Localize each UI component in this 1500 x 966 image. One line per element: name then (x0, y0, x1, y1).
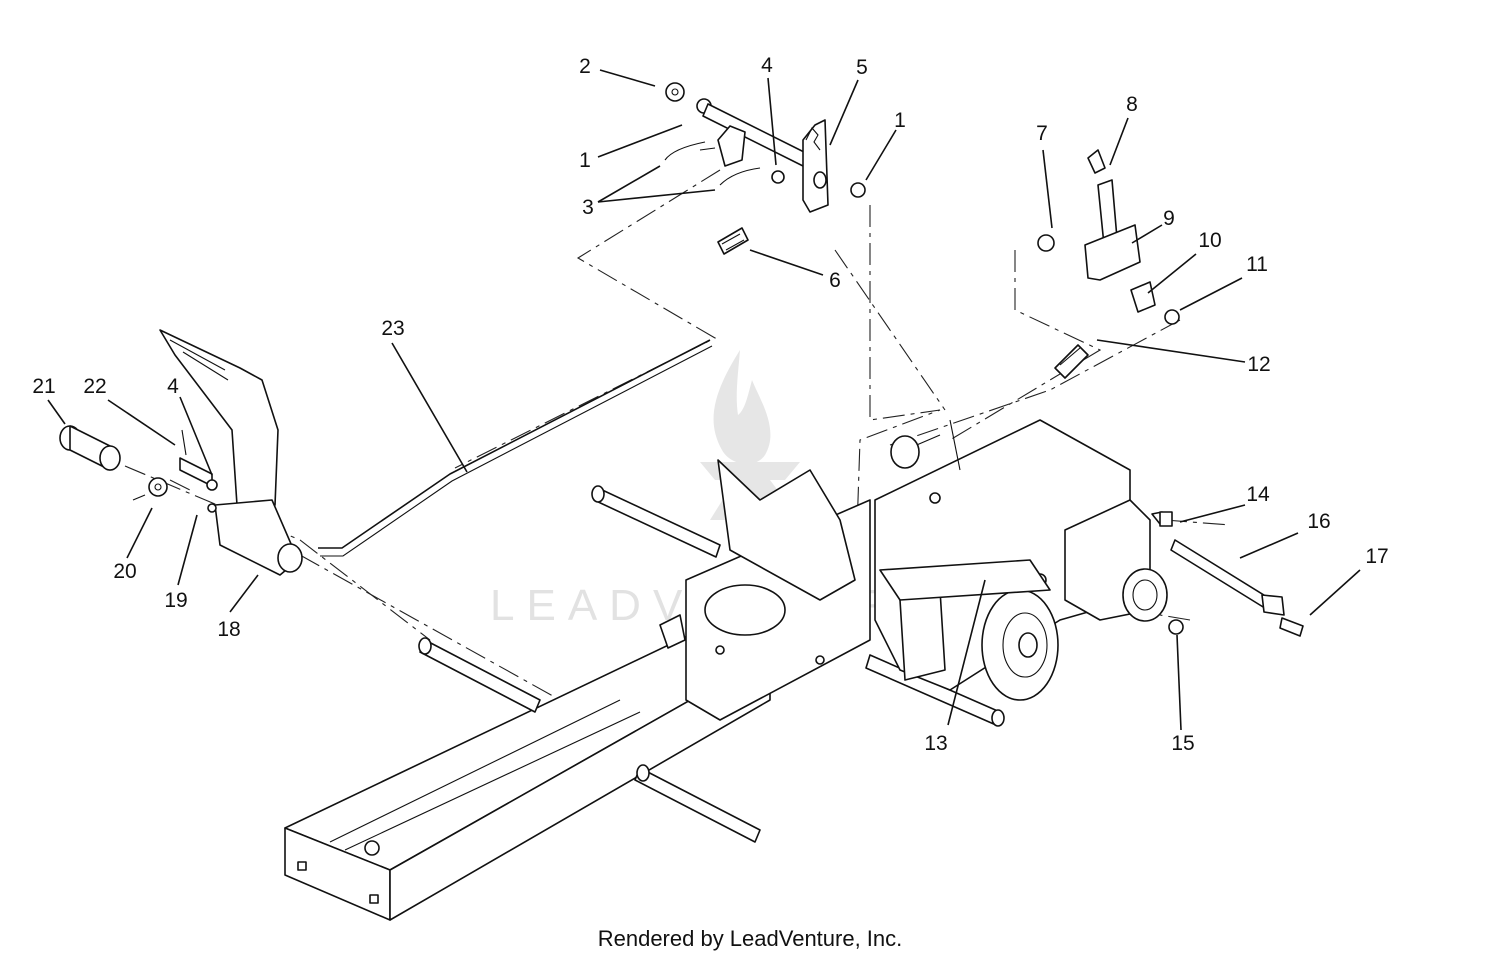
part-label-10: 10 (1198, 229, 1221, 252)
part-label-4-left: 4 (167, 375, 179, 398)
part-label-15: 15 (1171, 732, 1194, 755)
part-label-21: 21 (32, 375, 55, 398)
part-label-2: 2 (579, 55, 591, 78)
part-label-22: 22 (83, 375, 106, 398)
part-label-19: 19 (164, 589, 187, 612)
part-label-4: 4 (761, 54, 773, 77)
part-number-labels: 2 1 3 4 5 1 6 7 8 9 10 11 12 13 14 15 16… (32, 54, 1388, 755)
part-label-17: 17 (1365, 545, 1388, 568)
part-label-9: 9 (1163, 207, 1175, 230)
transaxle-assembly (874, 419, 1168, 701)
leader-lines (47, 69, 1361, 731)
part-label-13: 13 (924, 732, 947, 755)
top-link-assembly (664, 82, 866, 255)
right-hardware (1151, 511, 1304, 637)
part-label-6: 6 (829, 269, 841, 292)
part-label-8: 8 (1126, 93, 1138, 116)
part-label-20: 20 (113, 560, 136, 583)
part-label-3: 3 (582, 196, 594, 219)
tractor-frame (284, 459, 1005, 921)
part-label-1: 1 (579, 149, 591, 172)
left-pedal-assembly (59, 329, 713, 576)
part-label-23: 23 (381, 317, 404, 340)
part-label-12: 12 (1247, 353, 1270, 376)
part-label-11: 11 (1246, 253, 1268, 276)
part-label-16: 16 (1307, 510, 1330, 533)
part-label-14: 14 (1246, 483, 1270, 506)
right-lever-assembly (1037, 149, 1180, 379)
part-label-5: 5 (856, 56, 868, 79)
part-label-7: 7 (1036, 122, 1048, 145)
part-label-1-right: 1 (894, 109, 906, 132)
footer-credit: Rendered by LeadVenture, Inc. (597, 926, 903, 951)
assembly-center-lines (124, 169, 1231, 701)
part-label-18: 18 (217, 618, 240, 641)
